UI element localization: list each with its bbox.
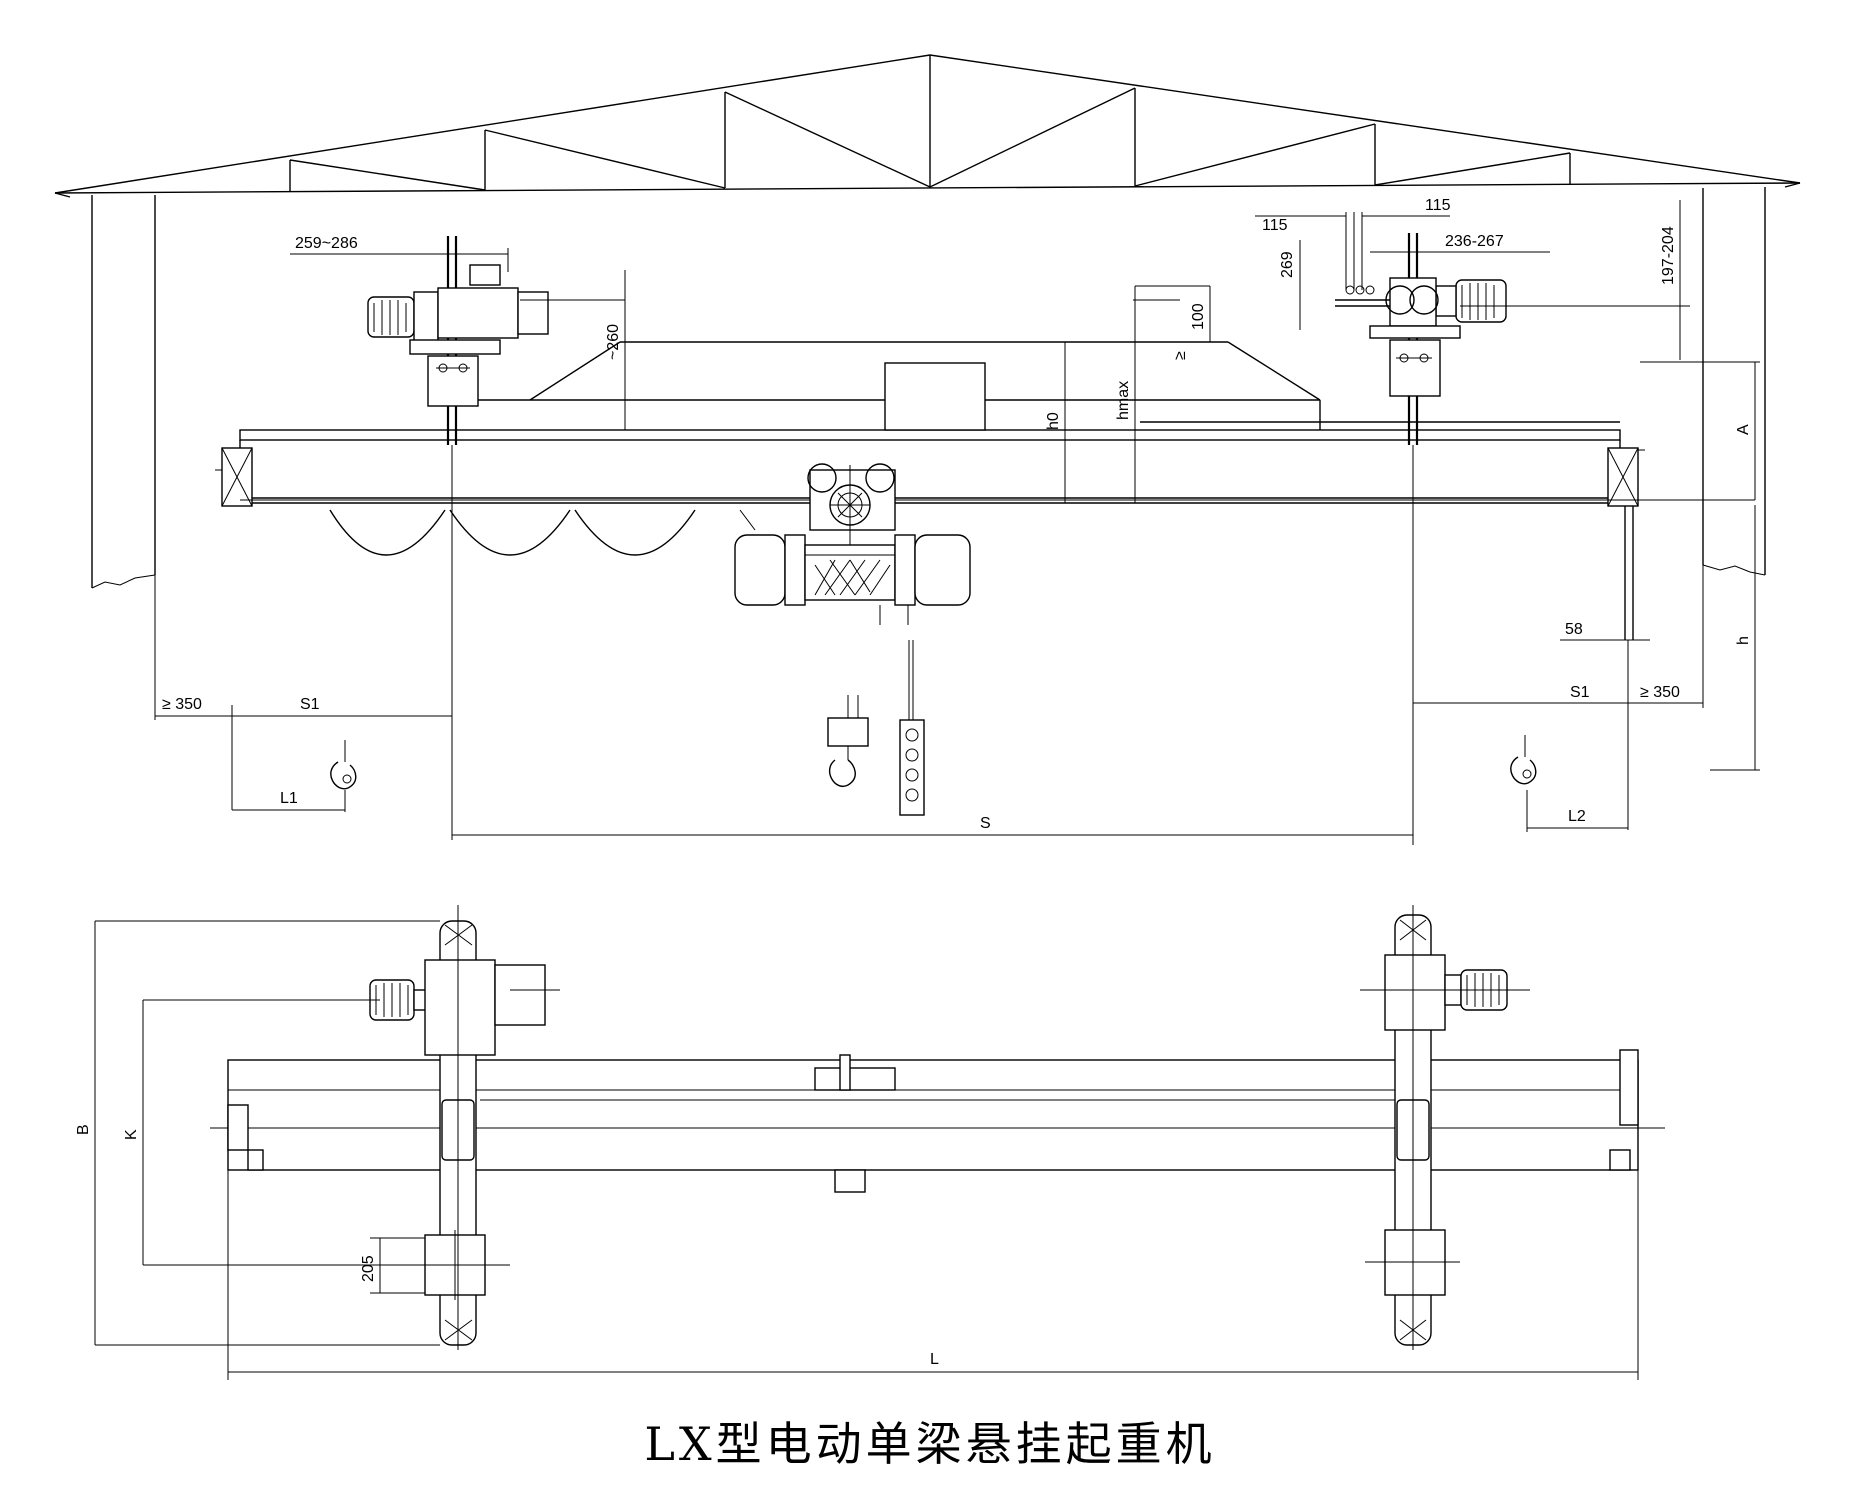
- dim-A: A: [1735, 424, 1752, 435]
- plan-view: [210, 905, 1665, 1350]
- dim-hmax: hmax: [1115, 381, 1132, 420]
- dimension-labels: 259~286 ~260 115 115 236-267 269 197-204…: [75, 197, 1752, 1368]
- dim-100: 100: [1190, 303, 1207, 330]
- electric-hoist: [734, 463, 971, 625]
- dim-B: B: [75, 1124, 92, 1135]
- main-girder-elevation: [215, 429, 1755, 640]
- dim-259-286: 259~286: [295, 235, 358, 252]
- dim-350-right: ≥ 350: [1640, 684, 1680, 701]
- limit-hook-left: [330, 740, 357, 790]
- dim-115-left: 115: [1262, 217, 1288, 234]
- dim-269: 269: [1279, 251, 1296, 278]
- right-end-truck: [1133, 233, 1507, 445]
- roof-truss: [54, 54, 1801, 198]
- runway-bracing: [475, 341, 1620, 431]
- hook-block: [827, 695, 869, 788]
- dim-S1-right: S1: [1570, 684, 1590, 701]
- dim-205: 205: [360, 1255, 377, 1282]
- left-end-truck: [367, 236, 625, 445]
- dim-260: ~260: [605, 324, 622, 360]
- dim-350-left: ≥ 350: [162, 696, 202, 713]
- dim-h0: h0: [1045, 412, 1062, 430]
- elevation-dimensions: [154, 200, 1760, 845]
- plan-dimensions: [94, 920, 1639, 1380]
- dim-L2: L2: [1568, 808, 1586, 825]
- dim-197-204: 197-204: [1660, 226, 1677, 285]
- dim-115-right: 115: [1425, 197, 1451, 214]
- building-columns: [91, 187, 1766, 589]
- pendant-control: [899, 640, 925, 816]
- dim-L: L: [930, 1351, 939, 1368]
- dim-58: 58: [1565, 621, 1583, 638]
- dim-K: K: [123, 1129, 140, 1140]
- dim-236-267: 236-267: [1445, 233, 1504, 250]
- dim-S1-left: S1: [300, 696, 320, 713]
- drawing-title: LX型电动单梁悬挂起重机: [644, 1417, 1216, 1471]
- dim-L1: L1: [280, 790, 298, 807]
- dim-ge-symbol: ≥: [1172, 351, 1189, 360]
- dim-h: h: [1735, 636, 1752, 645]
- dim-S: S: [980, 815, 991, 832]
- limit-hook-right: [1510, 735, 1537, 785]
